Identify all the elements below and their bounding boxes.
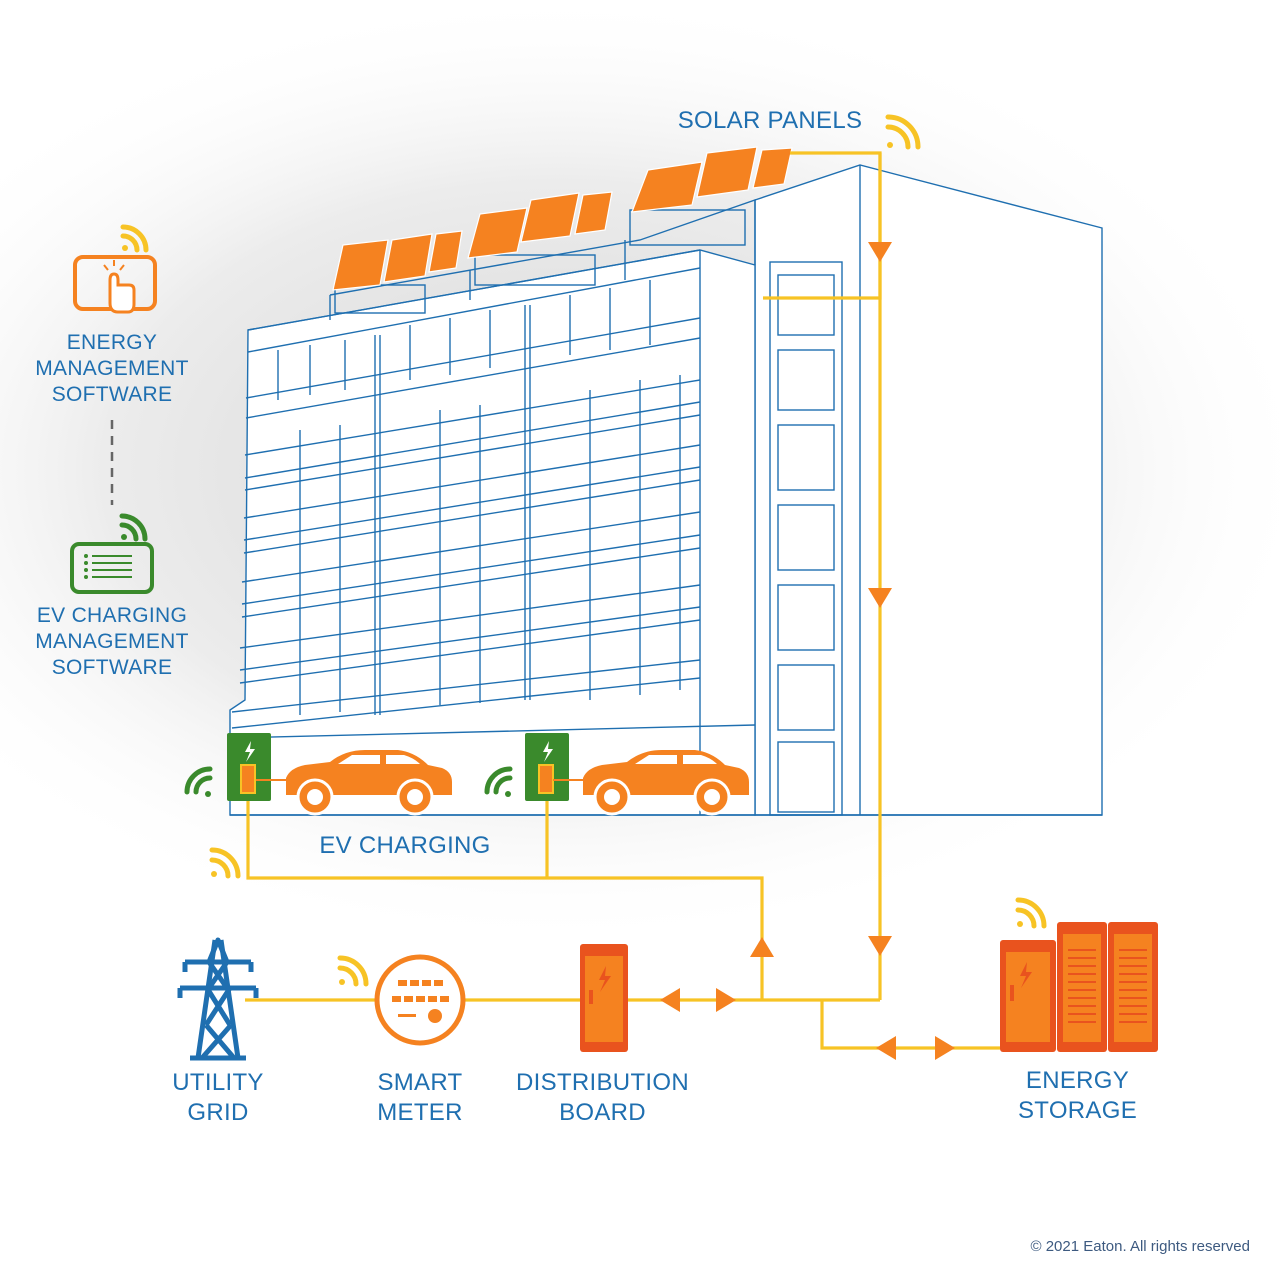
- copyright-notice: © 2021 Eaton. All rights reserved: [1030, 1238, 1250, 1255]
- wifi-signal-icon: [337, 955, 369, 987]
- solar-panels-label: SOLAR PANELS: [677, 107, 863, 134]
- wifi-signal-icon: [885, 114, 921, 150]
- car-icon: [553, 750, 749, 816]
- meter-icon: [374, 954, 466, 1046]
- flow-arrows: [660, 242, 955, 1060]
- label-line: DISTRIBUTION: [516, 1069, 689, 1096]
- label-line: GRID: [187, 1099, 249, 1126]
- arrow-down-solar-3: [868, 936, 892, 956]
- building-floors: [231, 317, 756, 739]
- label-line: METER: [377, 1099, 463, 1126]
- arrow-left-storage: [876, 1036, 896, 1060]
- cabinet-icon: [580, 944, 628, 1052]
- dashboard-list-icon: [70, 542, 154, 594]
- wifi-signal-icon: [119, 513, 148, 542]
- touch-screen-icon: [73, 255, 157, 314]
- ev-charger-1: [227, 733, 271, 801]
- power-pylon-icon: [177, 937, 259, 1061]
- label-line: STORAGE: [1017, 1097, 1138, 1124]
- label-line: SMART: [377, 1069, 463, 1096]
- ev-charging-management-software-label: EV CHARGING MANAGEMENT SOFTWARE: [22, 603, 202, 681]
- label-line: EV CHARGING: [36, 604, 188, 627]
- arrow-right-board: [716, 988, 736, 1012]
- wifi-signal-icon: [484, 766, 513, 797]
- label-line: UTILITY: [172, 1069, 264, 1096]
- wifi-signal-icon: [209, 847, 241, 879]
- utility-grid-label: UTILITY GRID: [148, 1068, 288, 1128]
- building-columns: [277, 280, 681, 715]
- lightning-bolt-icon: [245, 741, 255, 762]
- solar-panel-array: [332, 146, 793, 291]
- distribution-board-label: DISTRIBUTION BOARD: [500, 1068, 705, 1128]
- wifi-signal-icon: [1015, 897, 1047, 929]
- label-line: SOFTWARE: [51, 656, 173, 679]
- label-line: MANAGEMENT: [35, 630, 189, 653]
- arrow-up-ev: [750, 937, 774, 957]
- battery-rack-icon: [1000, 922, 1158, 1052]
- apartment-building: [229, 164, 1103, 816]
- car-icon: [256, 750, 452, 816]
- label-line: ENERGY: [66, 331, 158, 354]
- wifi-signal-icon: [120, 224, 149, 253]
- label-line: MANAGEMENT: [35, 357, 189, 380]
- smart-meter-label: SMART METER: [350, 1068, 490, 1128]
- lightning-bolt-icon: [543, 741, 553, 762]
- ev-charging-label: EV CHARGING: [319, 832, 491, 859]
- label-line: SOFTWARE: [51, 383, 173, 406]
- wifi-signal-icon: [184, 766, 213, 797]
- label-line: BOARD: [559, 1099, 646, 1126]
- arrow-down-solar-1: [868, 242, 892, 262]
- energy-management-software-label: ENERGY MANAGEMENT SOFTWARE: [22, 330, 202, 408]
- arrow-right-storage: [935, 1036, 955, 1060]
- arrow-down-solar-2: [868, 588, 892, 608]
- arrow-left-board: [660, 988, 680, 1012]
- energy-storage-label: ENERGY STORAGE: [1000, 1066, 1155, 1126]
- ev-charger-2: [525, 733, 569, 801]
- label-line: ENERGY: [1025, 1067, 1130, 1094]
